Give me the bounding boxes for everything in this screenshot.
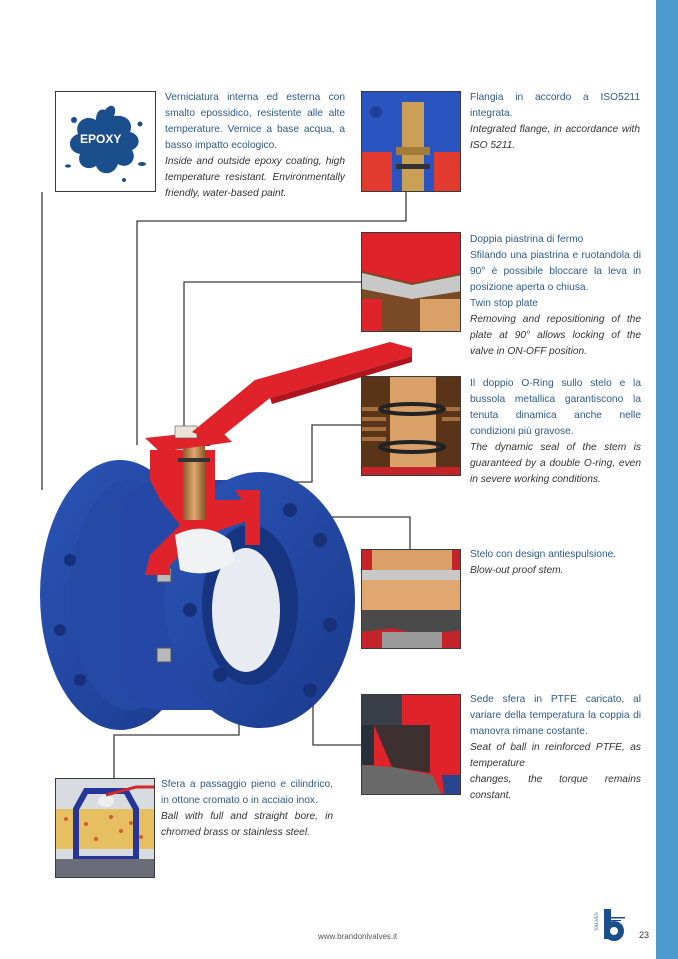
stop-plate-thumbnail [361, 232, 461, 332]
feature-seat-english-1: Seat of ball in reinforced PTFE, as temp… [470, 742, 641, 769]
feature-ball-english: Ball with full and straight bore, in chr… [161, 811, 333, 838]
o-ring-closeup-image [362, 377, 460, 475]
footer-website-link[interactable]: www.brandonivalves.it [318, 932, 398, 941]
page-number: 23 [639, 930, 650, 940]
feature-o-ring-description: Il doppio O-Ring sullo stelo e la bussol… [470, 376, 641, 488]
ball-thumbnail [55, 778, 155, 878]
paint-splash-icon [65, 105, 146, 182]
feature-seat-italian: Sede sfera in PTFE caricato, al variare … [470, 694, 641, 737]
feature-ball-italian: Sfera a passaggio pieno e cilindrico, in… [161, 779, 333, 806]
logo-valves-text: VALVES [594, 912, 600, 931]
feature-flange-description: Flangia in accordo a ISO5211 integrata. … [470, 90, 640, 154]
flange-closeup-image [362, 92, 460, 191]
flange-thumbnail [361, 91, 461, 192]
feature-o-ring-english: The dynamic seal of the stem is guarante… [470, 442, 641, 485]
seat-thumbnail [361, 694, 461, 795]
feature-seat-english-2: changes, the torque remains constant. [470, 774, 641, 801]
epoxy-thumbnail: EPOXY [55, 91, 156, 192]
feature-o-ring-italian: Il doppio O-Ring sullo stelo e la bussol… [470, 378, 641, 437]
stem-closeup-image [362, 550, 460, 648]
feature-stop-plate-italian: Sfilando una piastrina e ruotandola di 9… [470, 250, 641, 293]
brandoni-valves-logo: VALVES [594, 907, 628, 943]
seat-closeup-image [362, 695, 460, 794]
feature-epoxy-italian: Verniciatura interna ed esterna con smal… [165, 92, 345, 151]
stem-thumbnail [361, 549, 461, 649]
epoxy-icon-label: EPOXY [80, 132, 122, 146]
feature-epoxy-english: Inside and outside epoxy coating, high t… [165, 156, 345, 199]
feature-stop-plate-italian-title: Doppia piastrina di fermo [470, 234, 584, 245]
line-flange [136, 192, 407, 445]
feature-flange-italian: Flangia in accordo a ISO5211 integrata. [470, 92, 640, 119]
feature-epoxy-description: Verniciatura interna ed esterna con smal… [165, 90, 345, 202]
feature-seat-description: Sede sfera in PTFE caricato, al variare … [470, 692, 641, 804]
o-ring-thumbnail [361, 376, 461, 476]
feature-stop-plate-description: Doppia piastrina di fermo Sfilando una p… [470, 232, 641, 360]
feature-ball-description: Sfera a passaggio pieno e cilindrico, in… [161, 777, 333, 841]
feature-stem-italian: Stelo con design antiespulsione. [470, 549, 617, 560]
stop-plate-closeup-image [362, 233, 460, 331]
feature-stop-plate-english-title: Twin stop plate [470, 298, 538, 309]
valve-illustration [40, 342, 412, 730]
brand-b-logo-icon [604, 909, 625, 941]
sidebar-accent-strip [656, 0, 678, 959]
feature-flange-english: Integrated flange, in accordance with IS… [470, 124, 640, 151]
feature-stem-english: Blow-out proof stem. [470, 565, 564, 576]
ball-cutaway-image [56, 779, 154, 877]
feature-stem-description: Stelo con design antiespulsione. Blow-ou… [470, 547, 650, 579]
line-stop-plate [183, 281, 361, 430]
feature-stop-plate-english: Removing and repositioning of the plate … [470, 314, 641, 357]
